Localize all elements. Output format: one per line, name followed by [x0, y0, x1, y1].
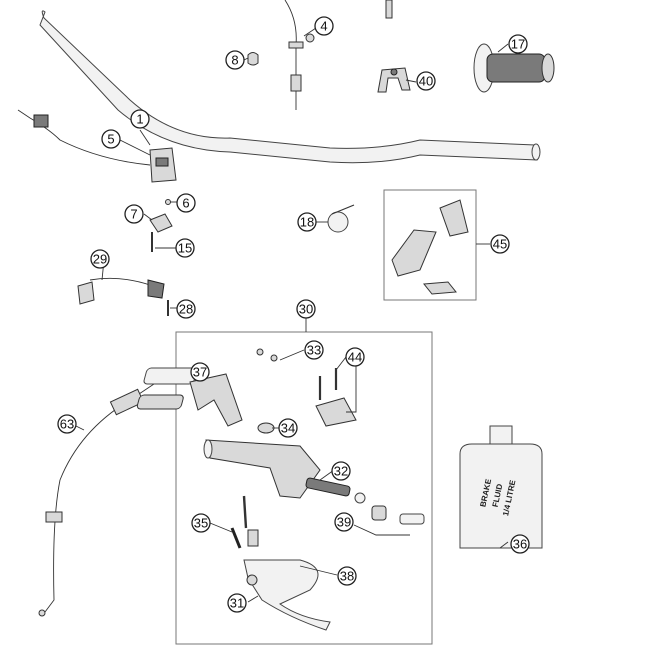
callout-17: 17	[508, 34, 528, 54]
callout-18-label: 18	[300, 215, 314, 230]
callout-37-label: 37	[193, 365, 207, 380]
callout-63: 63	[57, 414, 77, 434]
callout-45-label: 45	[493, 237, 507, 252]
callout-36: 36	[510, 534, 530, 554]
callout-34: 34	[278, 418, 298, 438]
callout-4-label: 4	[320, 19, 327, 34]
callout-36-label: 36	[513, 537, 527, 552]
callout-37: 37	[190, 362, 210, 382]
callout-28-label: 28	[179, 302, 193, 317]
callout-29-label: 29	[93, 252, 107, 267]
callout-33: 33	[304, 340, 324, 360]
master-cylinder-parts	[136, 348, 425, 631]
callout-7: 7	[124, 204, 144, 224]
callout-6: 6	[176, 193, 196, 213]
handlebar-grip	[473, 43, 555, 93]
master-cylinder-kit-box	[175, 331, 433, 645]
callout-8-label: 8	[231, 53, 238, 68]
top-pin	[385, 0, 393, 19]
callout-30: 30	[296, 299, 316, 319]
callout-32: 32	[331, 461, 351, 481]
callout-32-highlight-ring	[331, 461, 351, 481]
callout-15: 15	[175, 238, 195, 258]
clamp-kit-parts	[391, 199, 469, 295]
clutch-sensor-wire	[38, 379, 161, 617]
callout-4: 4	[314, 16, 334, 36]
callout-45: 45	[490, 234, 510, 254]
callout-1: 1	[130, 109, 150, 129]
callout-31: 31	[227, 593, 247, 613]
callout-1-label: 1	[136, 112, 143, 127]
callout-35: 35	[191, 513, 211, 533]
callout-7-label: 7	[130, 207, 137, 222]
callout-6-label: 6	[182, 196, 189, 211]
callout-28: 28	[176, 299, 196, 319]
callout-35-label: 35	[194, 516, 208, 531]
callout-33-label: 33	[307, 343, 321, 358]
callout-40-label: 40	[419, 74, 433, 89]
clamp-kit-box	[383, 189, 477, 301]
callout-30-label: 30	[299, 302, 313, 317]
throttle-cable	[284, 0, 315, 110]
callout-15-label: 15	[178, 241, 192, 256]
callout-39: 39	[334, 512, 354, 532]
switch-bracket	[149, 199, 173, 252]
callout-8: 8	[225, 50, 245, 70]
kill-switch	[17, 109, 177, 183]
callout-39-label: 39	[337, 515, 351, 530]
callout-17-label: 17	[511, 37, 525, 52]
handlebar-clamp	[377, 67, 411, 93]
callout-44-label: 44	[348, 350, 362, 365]
callout-32-label: 32	[334, 464, 348, 479]
handlebar	[39, 10, 541, 164]
callout-29: 29	[90, 249, 110, 269]
callout-40: 40	[416, 71, 436, 91]
callout-18: 18	[297, 212, 317, 232]
callout-31-label: 31	[230, 596, 244, 611]
brake-fluid-bottle: BRAKE FLUID 1/4 LITRE	[459, 425, 543, 549]
hot-start-lever	[77, 277, 169, 316]
callout-5-label: 5	[107, 132, 114, 147]
callout-5: 5	[101, 129, 121, 149]
callout-38-label: 38	[340, 569, 354, 584]
callout-38: 38	[337, 566, 357, 586]
callout-44: 44	[345, 347, 365, 367]
callout-63-label: 63	[60, 417, 74, 432]
cable-tie	[327, 204, 355, 233]
cable-clamp	[247, 52, 259, 66]
callout-34-label: 34	[281, 421, 295, 436]
